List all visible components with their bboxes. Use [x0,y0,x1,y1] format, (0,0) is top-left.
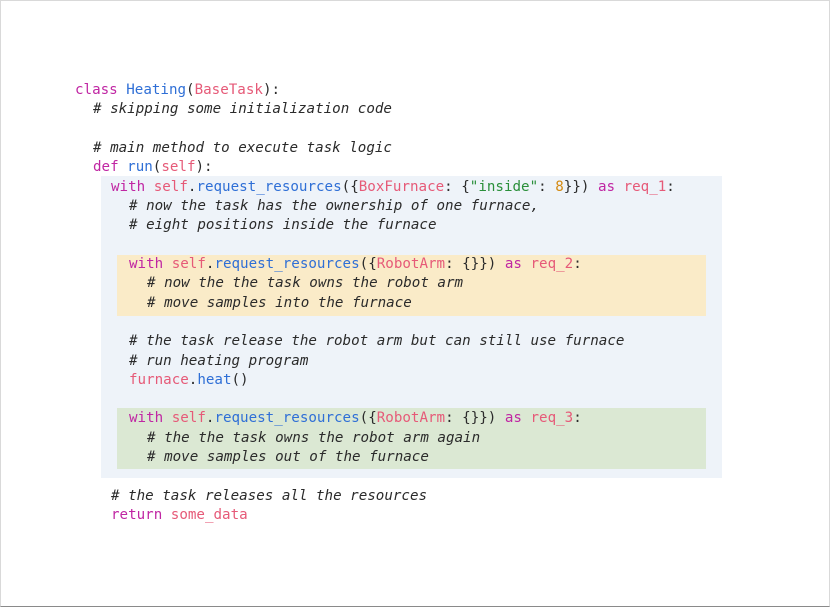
code-token: : [573,256,582,272]
code-token: : [666,179,675,195]
code-token: heat [197,372,232,388]
code-token: self [153,179,188,195]
code-token: . [205,256,215,272]
code-token: self [161,159,196,175]
code-line: furnace.heat() [129,371,249,390]
code-token: # the the task owns the robot arm again [147,430,481,446]
code-line: # now the the task owns the robot arm [147,274,463,293]
code-token: . [205,410,215,426]
code-token: RobotArm [376,256,446,272]
code-token: # skipping some initialization code [93,101,392,117]
code-line: return some_data [111,506,248,525]
code-token: "inside" [469,179,539,195]
code-token: def [93,159,128,175]
code-token: request_resources [196,179,342,195]
code-token: return [111,507,171,523]
code-token: # main method to execute task logic [93,140,392,156]
code-token: as [597,179,624,195]
code-token: run [127,159,153,175]
code-token: BaseTask [194,82,263,98]
code-token: : [573,410,582,426]
code-token: : { [444,179,470,195]
code-line: with self.request_resources({RobotArm: {… [129,255,582,274]
code-line: # move samples into the furnace [147,294,412,313]
code-token: some_data [170,507,248,523]
code-token: ({ [359,256,377,272]
code-token: as [504,256,531,272]
code-line: def run(self): [93,158,213,177]
code-token: req_1 [623,179,667,195]
code-token: class [75,82,127,98]
code-token: : {}}) [445,256,505,272]
code-token: # move samples out of the furnace [147,449,429,465]
code-token: # the task releases all the resources [111,488,428,504]
code-line: # run heating program [129,352,308,371]
code-token: # the task release the robot arm but can… [129,333,625,349]
code-token: with [129,256,172,272]
code-line: # the task releases all the resources [111,487,427,506]
code-token: BoxFurnace [358,179,445,195]
code-line: # move samples out of the furnace [147,448,429,467]
code-line: # eight positions inside the furnace [129,216,437,235]
code-line: # the task release the robot arm but can… [129,332,624,351]
code-token: ({ [359,410,377,426]
code-token: req_2 [530,256,574,272]
code-token: furnace [129,372,189,388]
code-token: : [538,179,556,195]
code-line: # skipping some initialization code [93,100,392,119]
code-token: self [171,410,206,426]
code-token: ( [186,82,195,98]
robot-arm-block-req-3 [117,408,706,469]
code-token: # now the task has the ownership of one … [129,198,539,214]
code-token: ( [152,159,162,175]
code-token: () [231,372,249,388]
code-line: with self.request_resources({RobotArm: {… [129,409,582,428]
code-token: req_3 [530,410,574,426]
code-token: with [129,410,172,426]
code-token: self [171,256,206,272]
code-line: # the the task owns the robot arm again [147,429,480,448]
code-token: ): [262,82,281,98]
code-line: class Heating(BaseTask): [75,81,280,100]
code-token: # now the the task owns the robot arm [147,275,464,291]
code-token: request_resources [214,256,360,272]
code-line: # now the task has the ownership of one … [129,197,539,216]
code-token: . [188,372,198,388]
code-line: with self.request_resources({BoxFurnace:… [111,178,675,197]
code-token: Heating [126,82,187,98]
code-token: RobotArm [376,410,446,426]
code-token: as [504,410,531,426]
code-token: ): [195,159,213,175]
code-token: . [187,179,197,195]
code-token: # eight positions inside the furnace [129,217,437,233]
code-token: request_resources [214,410,360,426]
code-token: : {}}) [445,410,505,426]
robot-arm-block-req-2 [117,255,706,316]
code-token: # run heating program [129,353,309,369]
code-token: ({ [341,179,359,195]
code-token: 8 [555,179,564,195]
code-line: # main method to execute task logic [93,139,392,158]
code-token: # move samples into the furnace [147,295,412,311]
code-token: }}) [563,179,598,195]
code-token: with [111,179,154,195]
